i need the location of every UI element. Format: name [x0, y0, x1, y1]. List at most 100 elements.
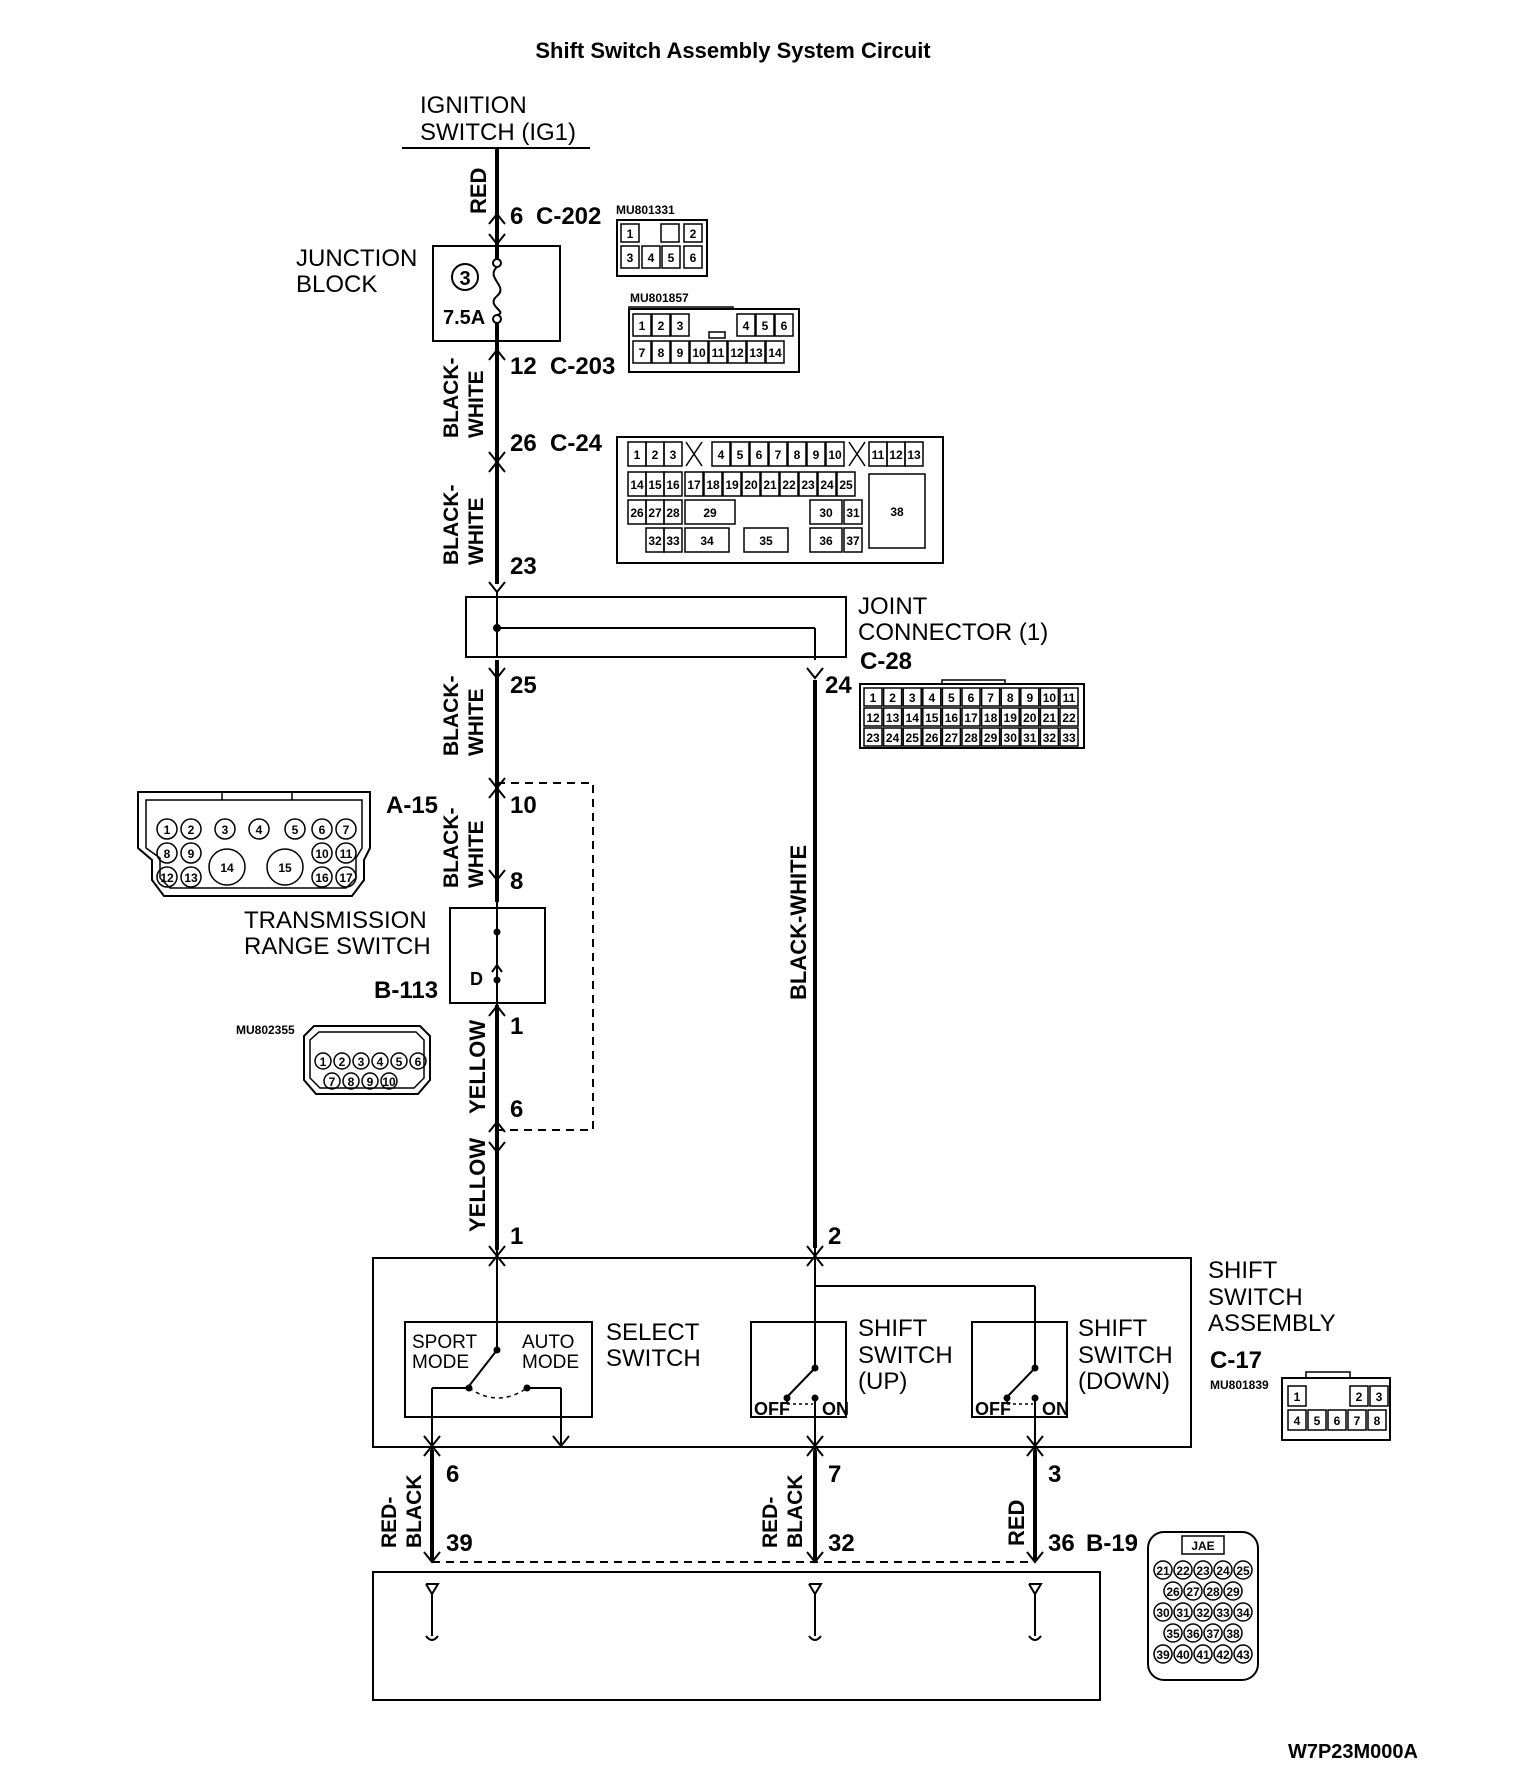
svg-text:WHITE: WHITE [465, 497, 488, 565]
shift-switch-assembly-label: SHIFT SWITCH ASSEMBLY C-17 MU801839 [1208, 1257, 1336, 1392]
connector-pin: 17 [684, 471, 704, 497]
pin-number: 7 [329, 1075, 336, 1089]
pin-number: 29 [703, 506, 717, 520]
svg-text:SWITCH: SWITCH [1208, 1284, 1303, 1311]
connector-pin: 6 [311, 818, 333, 840]
connector-pin: 31 [1020, 727, 1040, 747]
pin-number: 34 [700, 534, 714, 548]
connector-pin: 7 [335, 818, 357, 840]
pin-number: 5 [737, 448, 744, 462]
connector-pin: 1 [627, 441, 647, 467]
connector-pin: 3 [214, 818, 236, 840]
ssa-internal-wiring [814, 1258, 1036, 1368]
pin-number: 15 [925, 711, 939, 725]
connector-pin: 33 [663, 527, 683, 553]
connector-pin: 11 [335, 842, 357, 864]
pin-number: 23 [1196, 1564, 1210, 1578]
connector-arrow-jc [488, 667, 824, 680]
pin-number: 11 [1063, 691, 1076, 705]
pin-number: 4 [718, 448, 725, 462]
svg-text:6: 6 [690, 251, 697, 265]
pin-number: 14 [630, 478, 644, 492]
connector-arrow-a15 [488, 777, 506, 882]
connector-pin: 4 [922, 687, 942, 707]
pin-number: 17 [964, 711, 978, 725]
pin-number: 32 [1196, 1606, 1210, 1620]
pin-number: 35 [759, 534, 773, 548]
connector-pin: 11 [708, 340, 728, 364]
pin-number: 8 [164, 847, 171, 861]
svg-text:C-28: C-28 [860, 648, 912, 675]
pin-number: 28 [666, 506, 680, 520]
pin-number: 9 [367, 1075, 374, 1089]
pin-number: 33 [666, 534, 680, 548]
page-title: Shift Switch Assembly System Circuit [535, 38, 931, 63]
connector-pin: 8 [651, 340, 671, 364]
connector-id-c202: C-202 [536, 203, 601, 230]
pin-number: 4 [928, 691, 935, 705]
connector-pin: 29 [1223, 1581, 1243, 1601]
connector-pin: 10 [689, 340, 709, 364]
select-switch: SPORT MODE AUTO MODE [404, 1258, 593, 1448]
pin-number: 31 [846, 506, 860, 520]
connector-pin: 14 [902, 707, 922, 727]
connector-pin: 7 [323, 1072, 341, 1090]
svg-text:JUNCTION: JUNCTION [296, 245, 417, 272]
connector-mu801857: MU801857 [628, 291, 800, 373]
pin-number: 21 [1043, 711, 1057, 725]
pin-b19-39: 39 [446, 1530, 473, 1557]
joint-connector: JOINT CONNECTOR (1) C-28 [465, 593, 1048, 675]
connector-pin: 14 [765, 340, 785, 364]
connector-pin: 38 [1223, 1623, 1243, 1643]
pin-number: 9 [677, 346, 684, 360]
connector-a15 [137, 791, 371, 897]
connector-pin: 24 [817, 471, 837, 497]
pin-number: 14 [220, 861, 234, 875]
connector-pin: 25 [902, 727, 922, 747]
pin-number: 22 [1062, 711, 1076, 725]
pin-b19-36: 36 [1048, 1530, 1075, 1557]
svg-text:RED-: RED- [378, 1497, 401, 1548]
pin-number: 12 [889, 448, 903, 462]
svg-text:TRANSMISSION: TRANSMISSION [244, 907, 427, 934]
connector-pin: 9 [361, 1072, 379, 1090]
pin-number: 7 [1354, 1414, 1361, 1428]
pin-number: 21 [763, 478, 777, 492]
pin-number: 8 [658, 346, 665, 360]
connector-pin: 34 [684, 527, 730, 553]
connector-pin: 5 [755, 313, 775, 337]
pin-number: 17 [339, 871, 353, 885]
svg-text:SHIFT: SHIFT [1078, 1315, 1148, 1342]
svg-text:OFF: OFF [754, 1399, 790, 1419]
svg-text:SHIFT: SHIFT [858, 1315, 928, 1342]
pin-number: 13 [749, 346, 763, 360]
pin-number: 18 [984, 711, 998, 725]
connector-pin: 33 [1213, 1602, 1233, 1622]
connector-pin: 42 [1213, 1644, 1233, 1664]
junction-block: JUNCTION BLOCK 3 7.5A [296, 228, 561, 348]
svg-text:C-17: C-17 [1210, 1347, 1262, 1374]
pin-number: 33 [1216, 1606, 1230, 1620]
pin-number: 38 [890, 505, 904, 519]
connector-pin: 3 [663, 441, 683, 467]
pin-number: 32 [1043, 731, 1057, 745]
svg-text:BLACK-: BLACK- [440, 358, 463, 438]
pin-number: 27 [648, 506, 662, 520]
connector-pin: 28 [663, 499, 683, 525]
connector-pin: 27 [941, 727, 962, 747]
connector-pin: 30 [1000, 727, 1020, 747]
connector-pin: 23 [1193, 1560, 1213, 1580]
connector-pin: 13 [882, 707, 903, 727]
pin-c202: 6 [510, 203, 523, 230]
connector-pin: 13 [904, 441, 924, 467]
pin-number: 37 [846, 534, 860, 548]
connector-pin: 33 [1059, 727, 1079, 747]
pin-number: 1 [320, 1055, 327, 1069]
pin-number: 37 [1206, 1627, 1220, 1641]
connector-pin: 30 [1153, 1602, 1173, 1622]
pin-number: 3 [358, 1055, 365, 1069]
pin-number: 13 [886, 711, 900, 725]
pin-number: 4 [1294, 1414, 1301, 1428]
connector-pin: 20 [741, 471, 761, 497]
